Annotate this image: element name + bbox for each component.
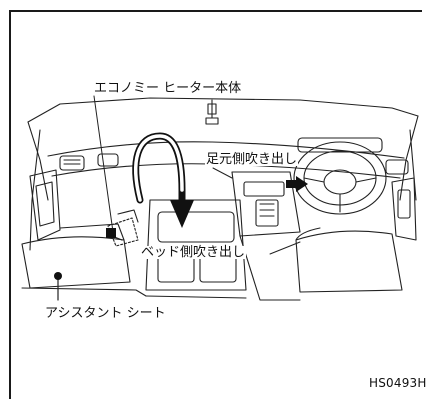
bed-outlet-label: ベッド側吹き出し — [140, 245, 247, 260]
left-door-handle — [35, 181, 55, 227]
foot-arrow-shaft — [286, 180, 296, 188]
steering-spokes — [303, 177, 377, 213]
left-border — [9, 10, 11, 399]
console-panel — [157, 211, 235, 243]
gauge-cluster — [297, 137, 383, 153]
windshield-top — [27, 97, 419, 123]
floor-left — [21, 287, 147, 297]
floor-center — [145, 295, 247, 299]
seat-marker — [54, 272, 62, 280]
right-door-edge — [409, 129, 417, 201]
radio — [243, 181, 285, 197]
leader-foot — [212, 167, 233, 179]
assistant-seat-cushion — [21, 236, 131, 289]
arrow-curve-highlight — [134, 134, 184, 202]
leader-bed — [269, 241, 301, 255]
floor-right — [239, 235, 301, 301]
heater-marker — [106, 228, 116, 238]
heater-bracket — [117, 209, 139, 223]
steering-hub — [323, 169, 357, 195]
right-door-panel — [391, 177, 417, 241]
left-a-pillar — [27, 121, 49, 201]
steering-wheel — [293, 141, 387, 215]
foot-airflow-arrow — [286, 176, 308, 192]
right-vent — [385, 159, 409, 175]
top-border — [9, 10, 422, 12]
center-stack — [231, 171, 301, 237]
right-window-switches — [397, 189, 411, 219]
left-door-panel — [29, 169, 61, 241]
cup-holder — [255, 199, 279, 227]
assistant-seat-label: アシスタント シート — [45, 306, 166, 321]
center-console — [145, 199, 247, 291]
driver-seat — [295, 230, 403, 293]
left-door-edge — [29, 129, 41, 251]
bed-airflow-arrow — [132, 132, 194, 228]
foot-arrow-head — [296, 176, 308, 192]
leader-heater — [93, 95, 114, 233]
left-vent — [59, 155, 85, 171]
heater-unit-outline — [107, 217, 139, 247]
arrow-head — [170, 200, 194, 228]
heater-unit-label: エコノミー ヒーター本体 — [93, 81, 243, 96]
mirror — [205, 99, 219, 125]
left-vent-slats — [63, 159, 81, 165]
assistant-seat-back — [59, 223, 125, 241]
mirror-mount — [207, 103, 217, 115]
foot-outlet-label: 足元側吹き出し — [205, 152, 299, 167]
center-left-vent — [97, 153, 119, 167]
driver-seat-bolster — [295, 227, 321, 241]
figure-code: HS0493H — [369, 376, 427, 390]
cup-holder-lines — [259, 203, 275, 217]
